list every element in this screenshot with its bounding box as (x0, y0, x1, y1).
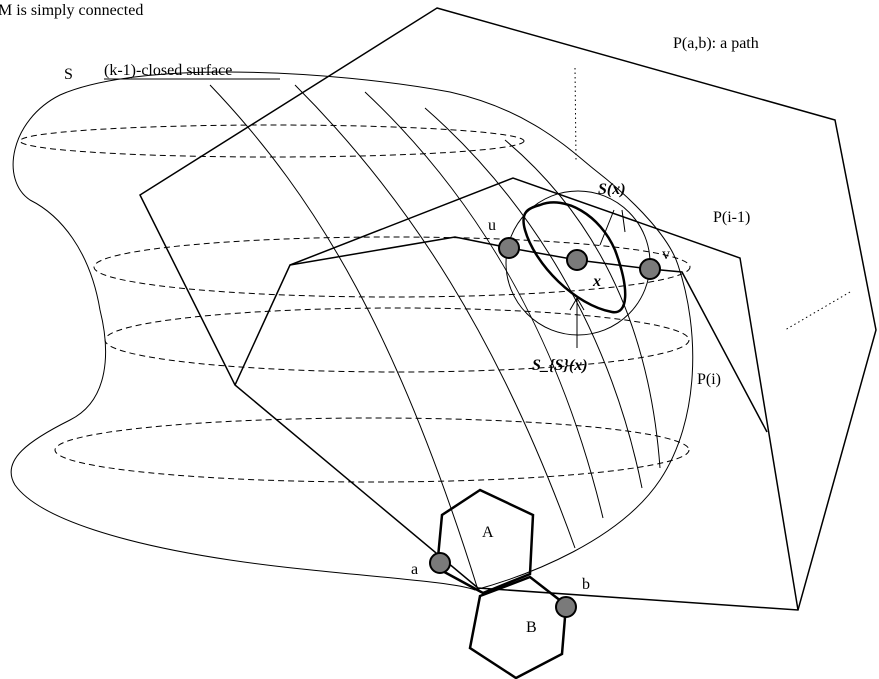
meridian-2 (294, 84, 576, 549)
meridian-4 (424, 107, 643, 489)
sphere-label: S(x) (598, 181, 626, 198)
sphere-on-surface-label: S_{S}(x) (532, 357, 588, 374)
caption-text: M is simply connected (0, 2, 143, 19)
path-prev-label: P(i-1) (713, 209, 750, 226)
point-v-label: v (662, 246, 670, 263)
surface-desc-label: (k-1)-closed surface (104, 62, 232, 79)
hexagon-a (435, 488, 535, 595)
vertex-u (498, 237, 520, 259)
hexagon-b (468, 575, 568, 679)
vertex-a (429, 552, 451, 574)
vertex-x (566, 249, 588, 271)
hidden-edge-vertical (574, 67, 577, 161)
meridian-5 (504, 139, 661, 469)
path-pi-polyline (234, 177, 799, 611)
vertices (429, 237, 661, 618)
latitude-2 (93, 236, 691, 298)
hidden-edge-diagonal (784, 291, 851, 331)
vertex-v (639, 258, 661, 280)
point-x-label: x (592, 273, 601, 290)
hexagon-a-label: A (482, 524, 494, 541)
meridian-1 (209, 84, 479, 591)
path-curr-label: P(i) (697, 371, 721, 388)
sphere-label-pointer (599, 209, 626, 246)
point-b-label: b (582, 576, 590, 593)
path-title-label: P(a,b): a path (673, 35, 759, 52)
latitude-4 (54, 417, 690, 483)
surface-meridians (209, 84, 661, 591)
surface-outline (10, 71, 694, 591)
path-pi1-polyline (289, 236, 768, 433)
outer-path-polygon (139, 7, 877, 611)
surface-label-pointer (569, 297, 585, 348)
hexagon-b-label: B (526, 619, 537, 636)
vertex-b (555, 596, 577, 618)
meridian-3 (364, 91, 604, 519)
surface-name-label: S (64, 66, 73, 83)
latitude-3 (104, 307, 690, 373)
point-u-label: u (488, 217, 496, 234)
point-a-label: a (411, 561, 418, 578)
hidden-edges (574, 67, 851, 331)
sphere-on-surface-curve (522, 201, 627, 314)
